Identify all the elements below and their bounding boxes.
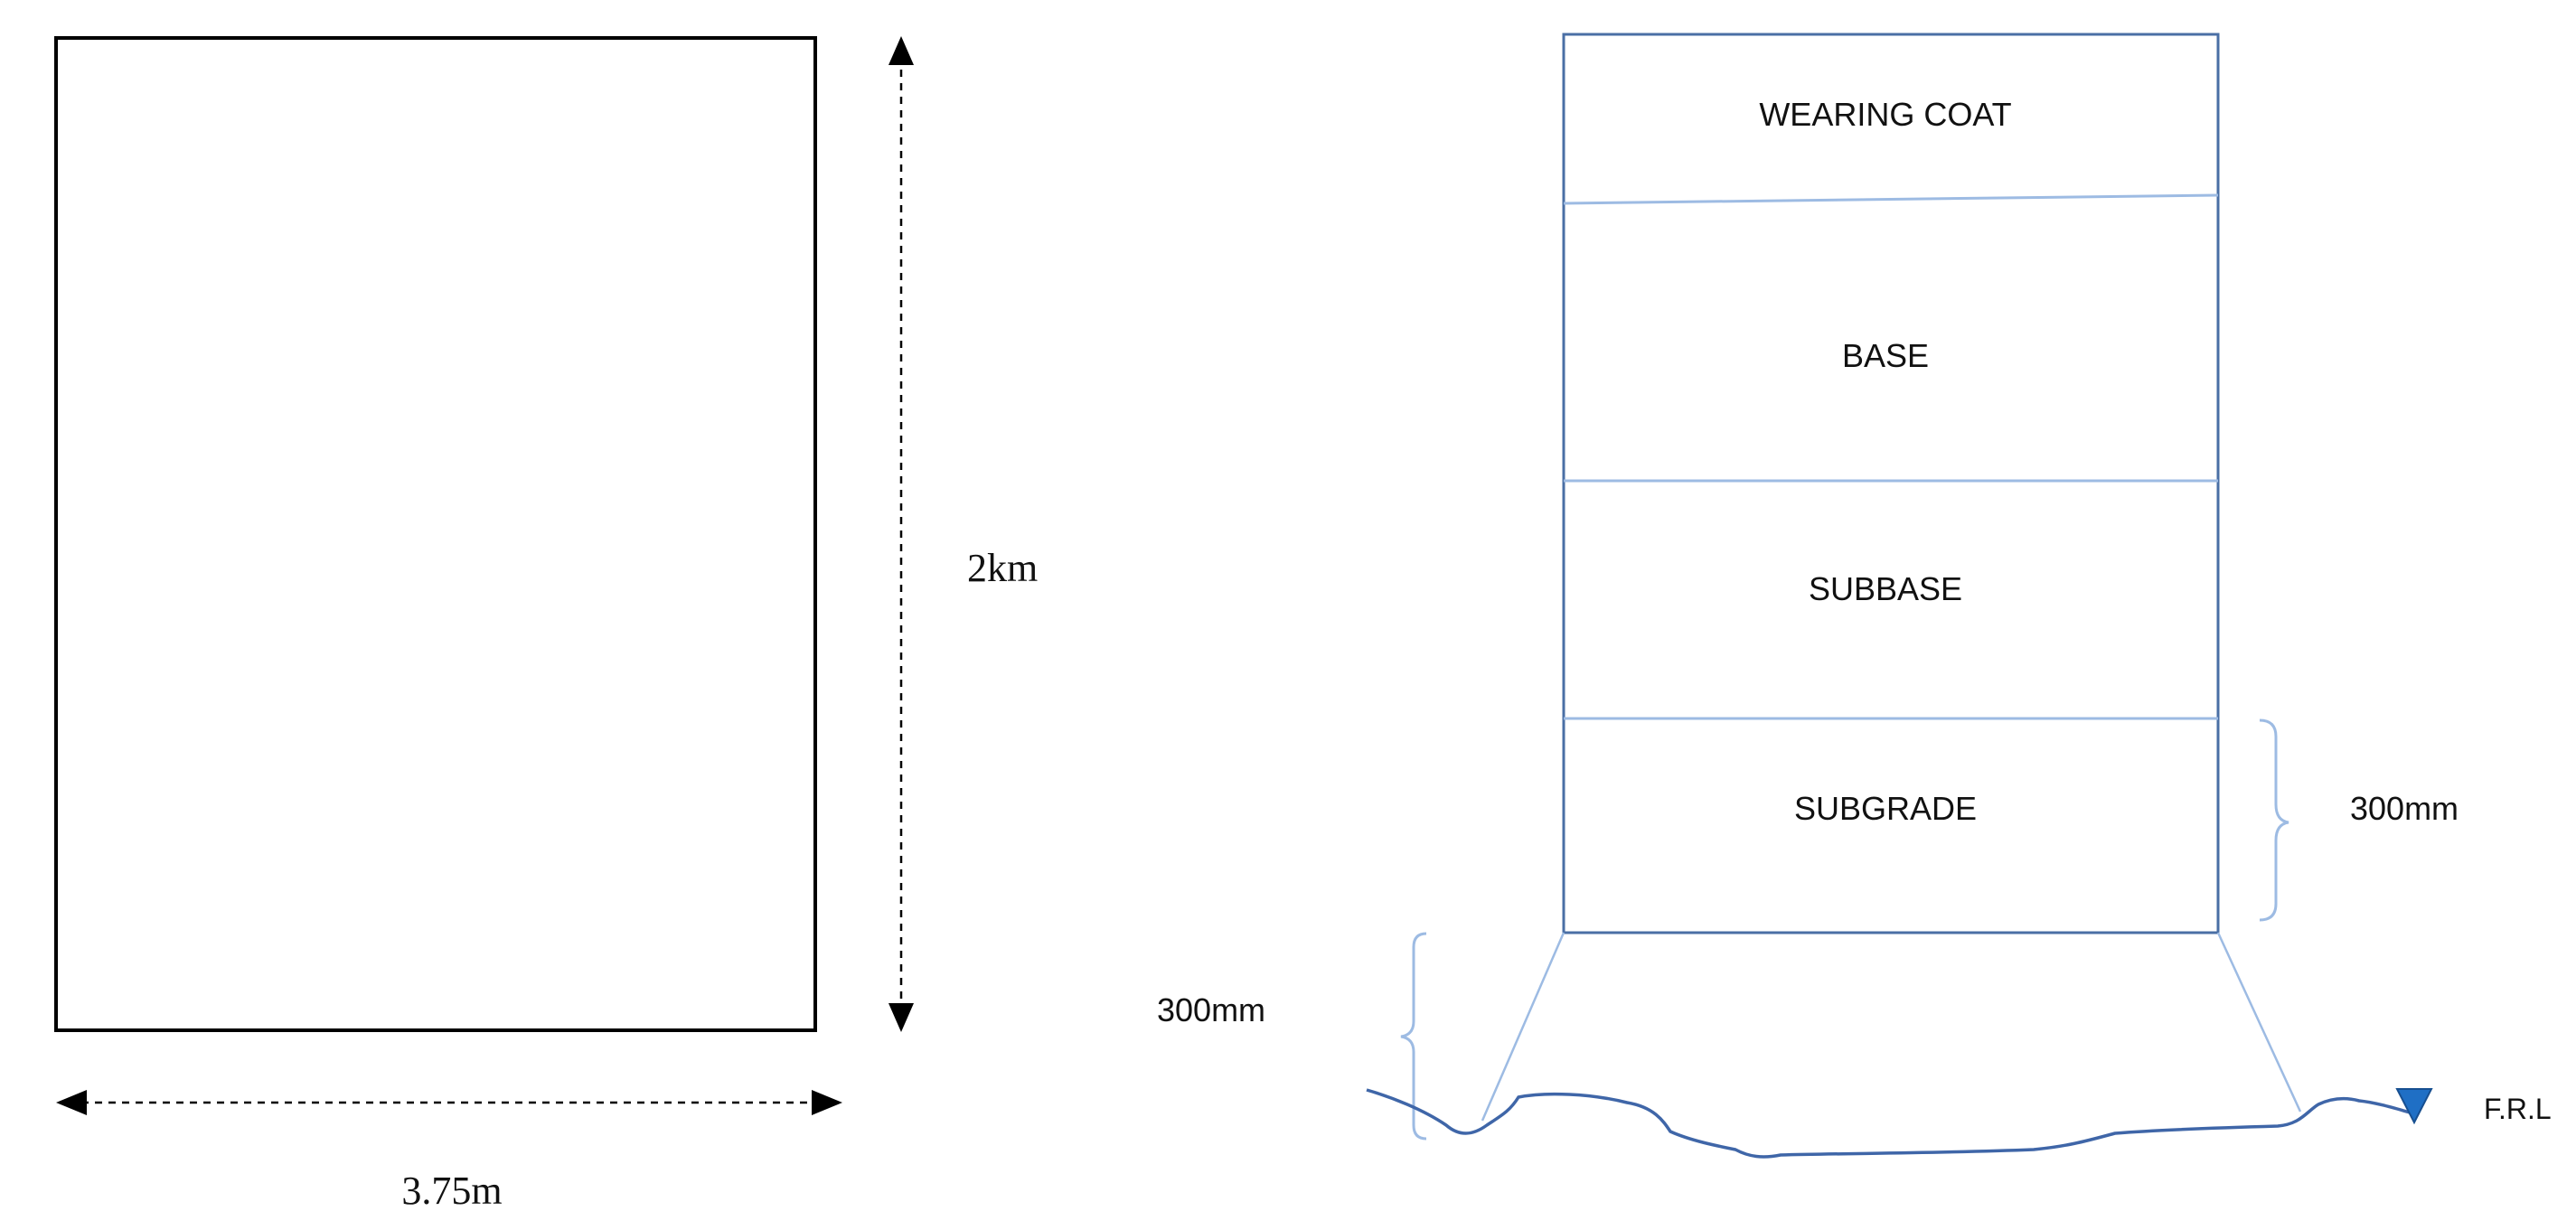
plan-road-outline	[54, 36, 817, 1032]
subgrade-thickness-brace	[2259, 718, 2289, 922]
plan-view: 2km 3.75m	[54, 36, 1038, 1213]
layer-label-subgrade: SUBGRADE	[1794, 790, 1977, 827]
layer-label-base: BASE	[1842, 337, 1929, 374]
divider-wearing-base	[1563, 193, 2219, 205]
width-arrow-left-head	[56, 1090, 87, 1115]
frl-label: F.R.L	[2484, 1093, 2552, 1125]
length-arrow-bottom-head	[888, 1003, 914, 1032]
length-arrow-top-head	[888, 36, 914, 65]
embankment-height-label: 300mm	[1157, 991, 1265, 1028]
length-label: 2km	[967, 546, 1038, 590]
pavement-cross-section: WEARING COAT BASE SUBBASE SUBGRADE 300mm…	[1157, 33, 2552, 1159]
width-dimension-arrow	[56, 1090, 842, 1115]
length-dimension-arrow	[888, 36, 914, 1032]
width-arrow-right-head	[812, 1090, 842, 1115]
section-outline	[1562, 33, 2220, 934]
layer-label-subbase: SUBBASE	[1809, 570, 1962, 607]
layer-label-wearing-coat: WEARING COAT	[1759, 96, 2011, 133]
embankment-right-slope	[2216, 932, 2302, 1113]
width-label: 3.75m	[401, 1169, 502, 1213]
ground-line	[1366, 1088, 2414, 1159]
embankment-left-slope	[1481, 932, 1565, 1122]
embankment-height-brace	[1400, 932, 1427, 1141]
subgrade-thickness-label: 300mm	[2350, 790, 2458, 827]
frl-marker-icon	[2395, 1088, 2433, 1125]
